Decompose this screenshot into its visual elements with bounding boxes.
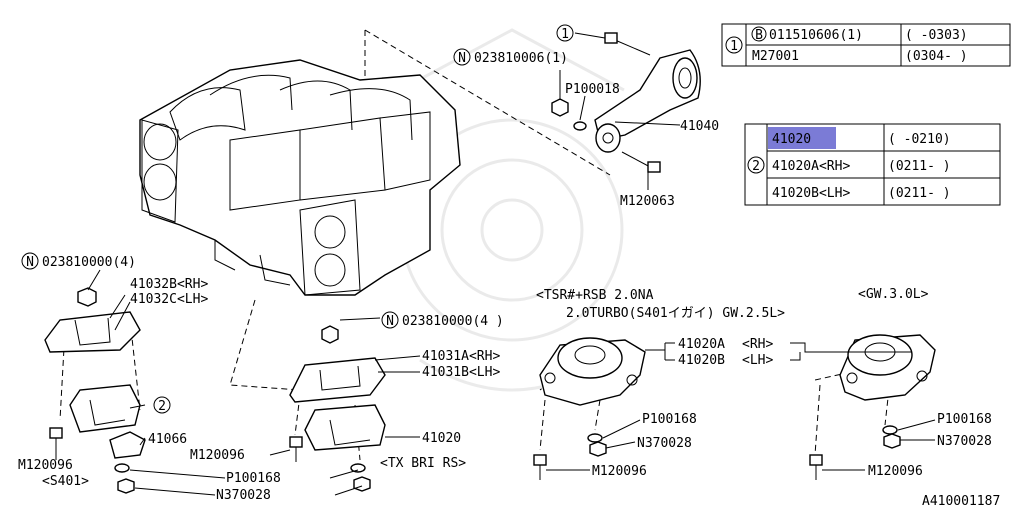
table1-row1-range: ( -0303) xyxy=(905,28,968,43)
table2-row3-range: (0211- ) xyxy=(888,186,951,201)
label-m120063: M120063 xyxy=(620,194,675,209)
label-41031a: 41031A<RH> xyxy=(422,349,500,364)
table1-row1-part: 011510606(1) xyxy=(769,28,863,43)
circle-n-2: N xyxy=(26,255,34,270)
label-p100018: P100018 xyxy=(565,82,620,97)
label-m120096-mid: M120096 xyxy=(190,448,245,463)
label-023810000-left: 023810000(4) xyxy=(42,255,136,270)
label-m120096-r2: M120096 xyxy=(868,464,923,479)
label-023810006: 023810006(1) xyxy=(474,51,568,66)
circle-n-1: N xyxy=(458,51,466,66)
table1-ref: 1 xyxy=(730,39,738,54)
engine-block xyxy=(139,59,461,296)
table2-row1-part: 41020 xyxy=(772,132,811,147)
label-41020-mid: 41020 xyxy=(422,431,461,446)
label-m120096-left: M120096 xyxy=(18,458,73,473)
label-p100168-mid: P100168 xyxy=(226,471,281,486)
table2-row1-range: ( -0210) xyxy=(888,132,951,147)
table2-row2-part: 41020A<RH> xyxy=(772,159,850,174)
table1-row1-prefix: B xyxy=(755,28,763,43)
table1-row2-range: (0304- ) xyxy=(905,49,968,64)
label-p100168-r2: P100168 xyxy=(937,412,992,427)
label-41066: 41066 xyxy=(148,432,187,447)
label-41032c: 41032C<LH> xyxy=(130,292,208,307)
label-p100168-r1: P100168 xyxy=(642,412,697,427)
table-ref-1: 1 B 011510606(1) ( -0303) M27001 (0304- … xyxy=(721,23,1011,67)
label-023810000-mid: 023810000(4 ) xyxy=(402,314,504,329)
label-n370028-r2: N370028 xyxy=(937,434,992,449)
label-41040: 41040 xyxy=(680,119,719,134)
table2-row1-highlight xyxy=(768,127,836,149)
label-41020b: 41020B xyxy=(678,353,725,368)
label-s401: <S401> xyxy=(42,474,89,489)
table-ref-2: 2 41020 ( -0210) 41020A<RH> (0211- ) 410… xyxy=(744,123,1001,206)
middle-mount xyxy=(289,325,386,492)
leader-lines xyxy=(55,32,936,496)
right-mount-2 xyxy=(809,334,936,480)
table2-row2-range: (0211- ) xyxy=(888,159,951,174)
table2-ref: 2 xyxy=(752,159,760,174)
left-mount xyxy=(44,287,146,494)
labels: 1 N 023810006(1) P100018 41040 M120063 N… xyxy=(18,24,1000,509)
table2-row3-part: 41020B<LH> xyxy=(772,186,850,201)
figure-id: A410001187 xyxy=(922,494,1000,509)
callout-1: 1 xyxy=(561,27,569,42)
label-n370028-mid: N370028 xyxy=(216,488,271,503)
label-m120096-r1: M120096 xyxy=(592,464,647,479)
right-mount-1 xyxy=(533,337,646,480)
label-tsr-line2: 2.0TURBO(S401イガイ) GW.2.5L> xyxy=(566,306,785,321)
label-tsr-line1: <TSR#+RSB 2.0NA xyxy=(536,288,654,303)
label-rh: <RH> xyxy=(742,337,773,352)
label-gw30: <GW.3.0L> xyxy=(858,287,929,302)
callout-2: 2 xyxy=(158,399,166,414)
label-n370028-r1: N370028 xyxy=(637,436,692,451)
label-41031b: 41031B<LH> xyxy=(422,365,500,380)
watermark-emblem xyxy=(399,28,625,392)
label-41032b: 41032B<RH> xyxy=(130,277,208,292)
circle-n-3: N xyxy=(386,314,394,329)
table1-row2-part: M27001 xyxy=(752,49,799,64)
label-41020a: 41020A xyxy=(678,337,725,352)
label-tx-bri: <TX BRI RS> xyxy=(380,456,466,471)
label-lh: <LH> xyxy=(742,353,773,368)
bracket-41040 xyxy=(551,32,701,173)
